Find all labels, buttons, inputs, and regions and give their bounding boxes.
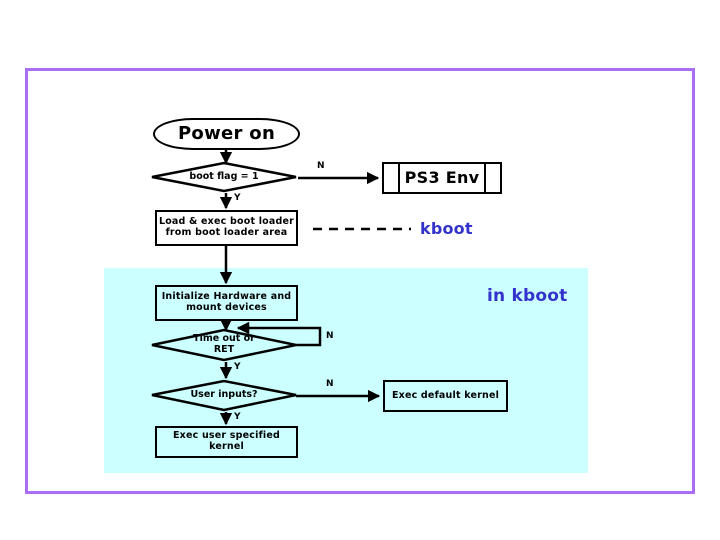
node-boot-flag-decision[interactable]: boot flag = 1 xyxy=(150,161,298,193)
node-exec-default-kernel-label: Exec default kernel xyxy=(391,389,500,401)
annotation-kboot: kboot xyxy=(420,219,473,238)
node-exec-user-kernel[interactable]: Exec user specified kernel xyxy=(155,426,298,458)
slide-border-frame xyxy=(25,68,695,494)
branch-label-boot-flag-no: N xyxy=(317,161,325,171)
node-user-inputs-decision[interactable]: User inputs? xyxy=(150,379,298,412)
node-initialize-hardware-line2: mount devices xyxy=(186,302,267,313)
node-load-boot-loader-line2: from boot loader area xyxy=(165,227,288,238)
node-timeout-line2: RET xyxy=(213,344,235,355)
node-timeout-decision[interactable]: Time out or RET xyxy=(150,328,298,362)
branch-label-user-inputs-yes: Y xyxy=(234,412,241,422)
branch-label-user-inputs-no: N xyxy=(326,379,334,389)
node-user-inputs-label: User inputs? xyxy=(190,389,258,401)
branch-label-timeout-no: N xyxy=(326,331,334,341)
node-exec-user-kernel-label: Exec user specified kernel xyxy=(172,430,281,452)
node-boot-flag-label: boot flag = 1 xyxy=(189,170,259,182)
annotation-in-kboot: in kboot xyxy=(487,286,568,306)
node-load-boot-loader[interactable]: Load & exec boot loader from boot loader… xyxy=(155,210,298,246)
node-timeout-line1: Time out or xyxy=(193,333,255,345)
node-initialize-hardware-line1: Initialize Hardware and xyxy=(161,291,292,303)
kboot-region-panel xyxy=(104,268,588,473)
node-ps3-env-label: PS3 Env xyxy=(404,167,480,187)
node-initialize-hardware[interactable]: Initialize Hardware and mount devices xyxy=(155,285,298,321)
node-timeout-label: Time out or RET xyxy=(150,328,298,362)
branch-label-timeout-yes: Y xyxy=(234,362,241,372)
node-ps3-env[interactable]: PS3 Env xyxy=(382,162,502,194)
branch-label-boot-flag-yes: Y xyxy=(234,193,241,203)
node-load-boot-loader-line1: Load & exec boot loader xyxy=(158,216,295,228)
node-power-on-label: Power on xyxy=(177,122,276,144)
node-power-on[interactable]: Power on xyxy=(153,118,300,150)
node-exec-default-kernel[interactable]: Exec default kernel xyxy=(383,380,508,412)
